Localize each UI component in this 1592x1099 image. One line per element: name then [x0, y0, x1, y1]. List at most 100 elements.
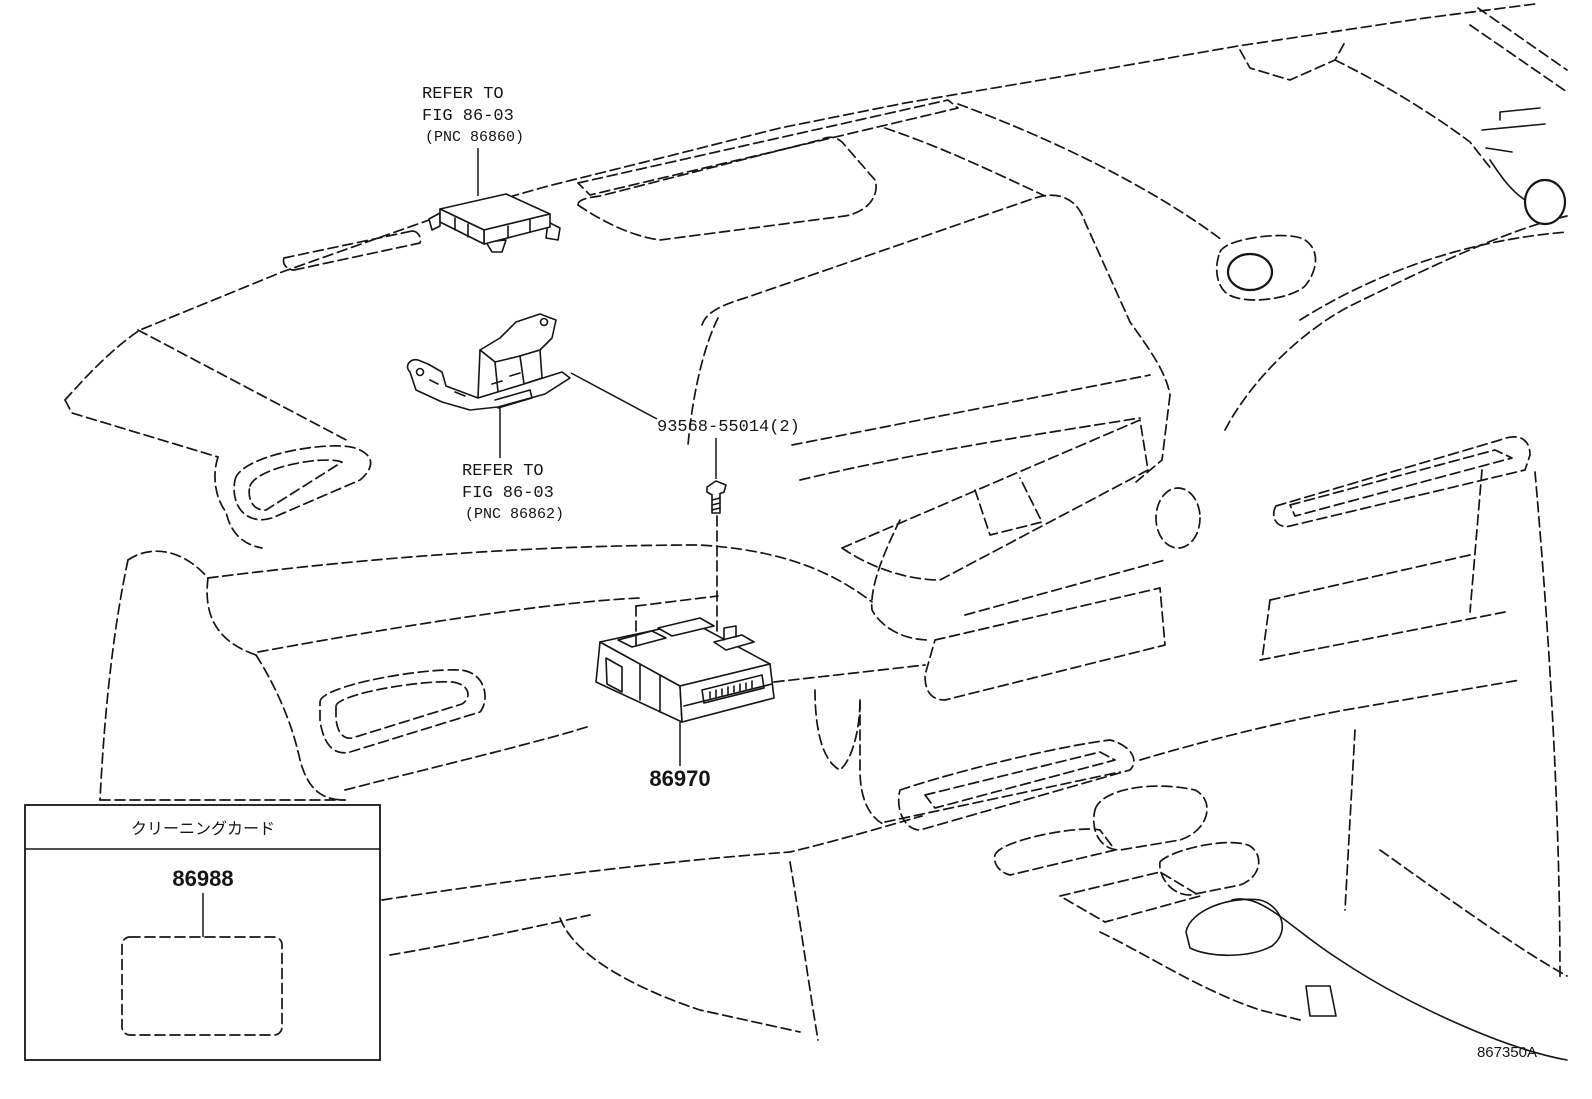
module-clip: [723, 625, 737, 641]
center-lower-panel: [924, 587, 1166, 701]
dash-left-end-curve: [127, 550, 209, 579]
steering-hub: [1523, 178, 1567, 226]
inset-part-number[interactable]: 86988: [172, 866, 233, 891]
glove-upper-lip: [207, 544, 873, 603]
inset-title: クリーニングカード: [131, 819, 275, 838]
callout-bracket-reference[interactable]: REFER TO FIG 86-03 (PNC 86862): [462, 462, 564, 523]
passenger-dash-front-edge: [64, 399, 219, 458]
part-86860-side-face: [439, 208, 485, 245]
passenger-dash-crease: [137, 329, 351, 443]
center-stack-left: [870, 519, 931, 641]
hood-right-edge: [1135, 394, 1171, 483]
dash-left-column: [99, 559, 129, 801]
bracket-reference-line1: REFER TO: [462, 462, 544, 481]
steering-column: [1481, 107, 1546, 201]
callout-upper-reference[interactable]: REFER TO FIG 86-03 (PNC 86860): [422, 85, 524, 146]
defroster-strip: [577, 99, 959, 196]
center-display-hood: [701, 194, 1171, 396]
left-side-vent-inner: [248, 459, 343, 511]
upper-reference-line1: REFER TO: [422, 85, 504, 104]
right-dash-lower: [1259, 611, 1506, 661]
module-connector-3: [713, 634, 755, 651]
dash-left-inner-column: [206, 577, 257, 656]
part-86860-unit: [428, 193, 561, 253]
module-connector-2: [657, 617, 715, 637]
console-box: [897, 739, 1135, 831]
center-panel-line: [964, 559, 1166, 616]
part-86970-module: [595, 617, 775, 723]
figure-id: 867350A: [1477, 1044, 1537, 1061]
bracket-hole-top: [539, 317, 549, 327]
console-left-edge: [859, 699, 886, 826]
cup-holder-tray: [993, 828, 1116, 876]
left-side-vent: [233, 445, 372, 521]
pillar-line-right: [1469, 7, 1568, 93]
leader-screw-to-bracket: [570, 372, 658, 420]
defroster-slot-left: [282, 230, 422, 271]
console-box-inner: [924, 751, 1116, 809]
right-vent-knob: [1226, 252, 1274, 292]
bracket-arm: [479, 313, 557, 363]
glove-face-right: [773, 664, 926, 683]
bracket-reference-line2: FIG 86-03: [462, 484, 554, 503]
module-label-marks: [709, 680, 753, 699]
hood-bottom-edge: [791, 374, 1151, 446]
console-right-rail: [1379, 849, 1568, 977]
lower-left-vent: [319, 669, 486, 754]
shift-base: [1305, 985, 1337, 1017]
glove-handle: [814, 689, 861, 771]
console-top-line: [884, 679, 1521, 823]
module-connector-1: [617, 630, 667, 648]
screw-head: [706, 480, 727, 497]
bracket-base-plate: [406, 358, 571, 411]
right-dash-vertical-1: [1469, 469, 1483, 613]
cup-holder-right: [1159, 841, 1260, 896]
dash-bottom-column: [789, 861, 819, 1041]
bracket-connector: [494, 389, 533, 409]
screw-part-number[interactable]: 93568-55014(2): [657, 418, 800, 437]
glove-lower-lip: [257, 597, 641, 653]
dash-bottom-curve: [559, 917, 801, 1033]
part-86860-tab-left: [428, 212, 441, 231]
module-latch: [605, 657, 623, 693]
console-lower-tray: [1059, 871, 1201, 923]
dash-lower-line-2: [389, 914, 591, 956]
right-dash-vertical-2: [1534, 471, 1561, 981]
install-line-module-top: [635, 595, 719, 607]
dash-lower-line-1: [381, 815, 923, 901]
dash-diagonal-right: [957, 103, 1223, 241]
screw-93568: [706, 480, 727, 514]
glove-left-side: [255, 654, 346, 801]
part-86860-ribs: [454, 217, 531, 239]
console-rail: [1099, 931, 1301, 1021]
module-part-number[interactable]: 86970: [649, 766, 710, 791]
leader-lines: [477, 148, 719, 766]
defroster-center-vent: [577, 136, 877, 241]
right-dash-upper: [1299, 231, 1568, 321]
cup-holder: [1092, 785, 1208, 851]
center-round-knob: [1155, 487, 1201, 549]
center-stack-top: [799, 417, 1141, 481]
upper-reference-line2: FIG 86-03: [422, 107, 514, 126]
bracket-hole-left: [415, 367, 425, 377]
shift-boot: [1231, 898, 1568, 1061]
windshield-edge-right: [1334, 59, 1493, 171]
bracket-reference-line3: (PNC 86862): [465, 506, 564, 523]
center-vent-divider: [974, 477, 1043, 536]
right-dash-face: [1224, 215, 1568, 431]
defroster-to-hood: [884, 127, 1046, 197]
dash-left-end-upper: [214, 456, 263, 549]
cleaning-card: [121, 936, 283, 1036]
glove-face-line: [344, 725, 591, 791]
dashboard-outline: [64, 3, 1568, 1061]
right-side-vent-inner: [1289, 449, 1513, 517]
module-label-plate: [701, 674, 765, 704]
console-right-vertical: [1344, 729, 1356, 911]
shift-lever: [1185, 898, 1284, 957]
bracket-slots: [429, 372, 521, 397]
right-side-vent: [1272, 436, 1531, 528]
module-edges: [639, 663, 773, 713]
screw-threads: [711, 497, 721, 511]
inset-cleaning-card: クリーニングカード 86988: [24, 804, 381, 1061]
